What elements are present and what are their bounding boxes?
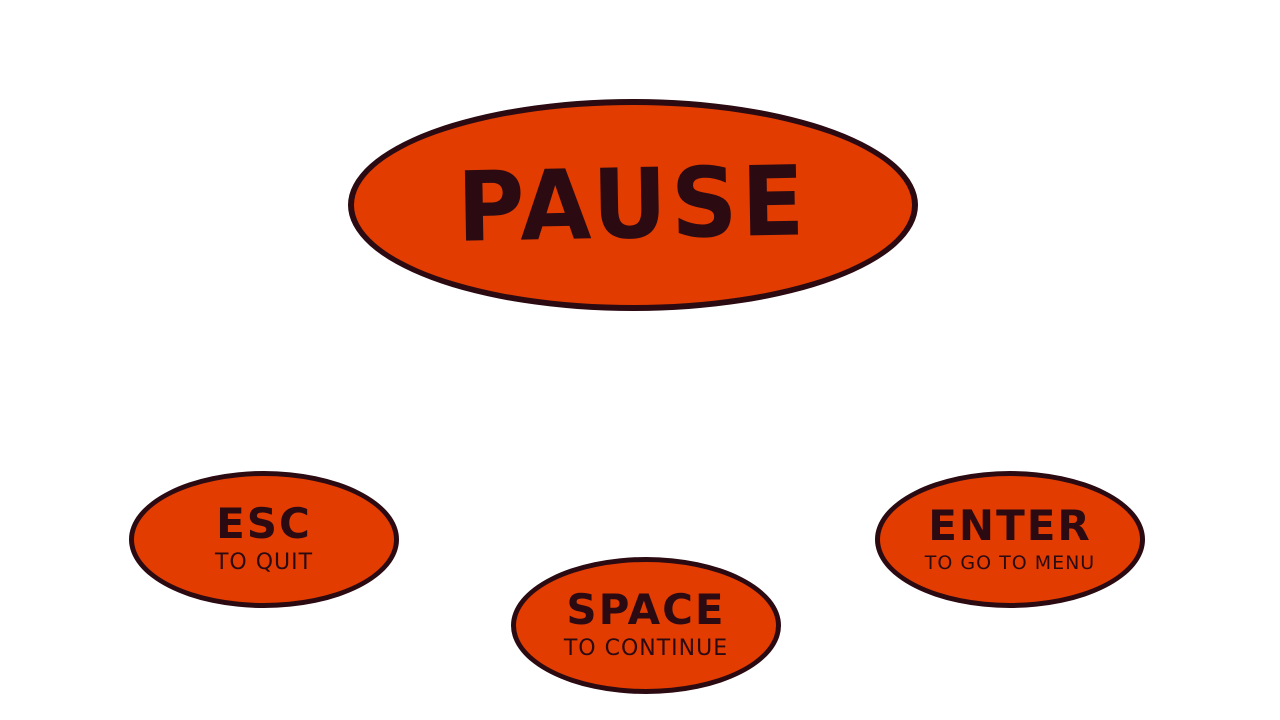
pause-title: PAUSE (456, 145, 810, 264)
esc-quit-button[interactable]: ESC TO QUIT (129, 471, 399, 608)
enter-key-label: ENTER (928, 501, 1092, 551)
pause-title-badge: PAUSE (348, 99, 918, 311)
quit-action-label: TO QUIT (214, 550, 314, 576)
esc-key-label: ESC (216, 499, 312, 549)
menu-action-label: TO GO TO MENU (924, 552, 1096, 575)
enter-menu-button[interactable]: ENTER TO GO TO MENU (875, 471, 1145, 608)
space-continue-button[interactable]: SPACE TO CONTINUE (511, 557, 781, 694)
space-key-label: SPACE (566, 585, 726, 635)
continue-action-label: TO CONTINUE (563, 636, 729, 662)
